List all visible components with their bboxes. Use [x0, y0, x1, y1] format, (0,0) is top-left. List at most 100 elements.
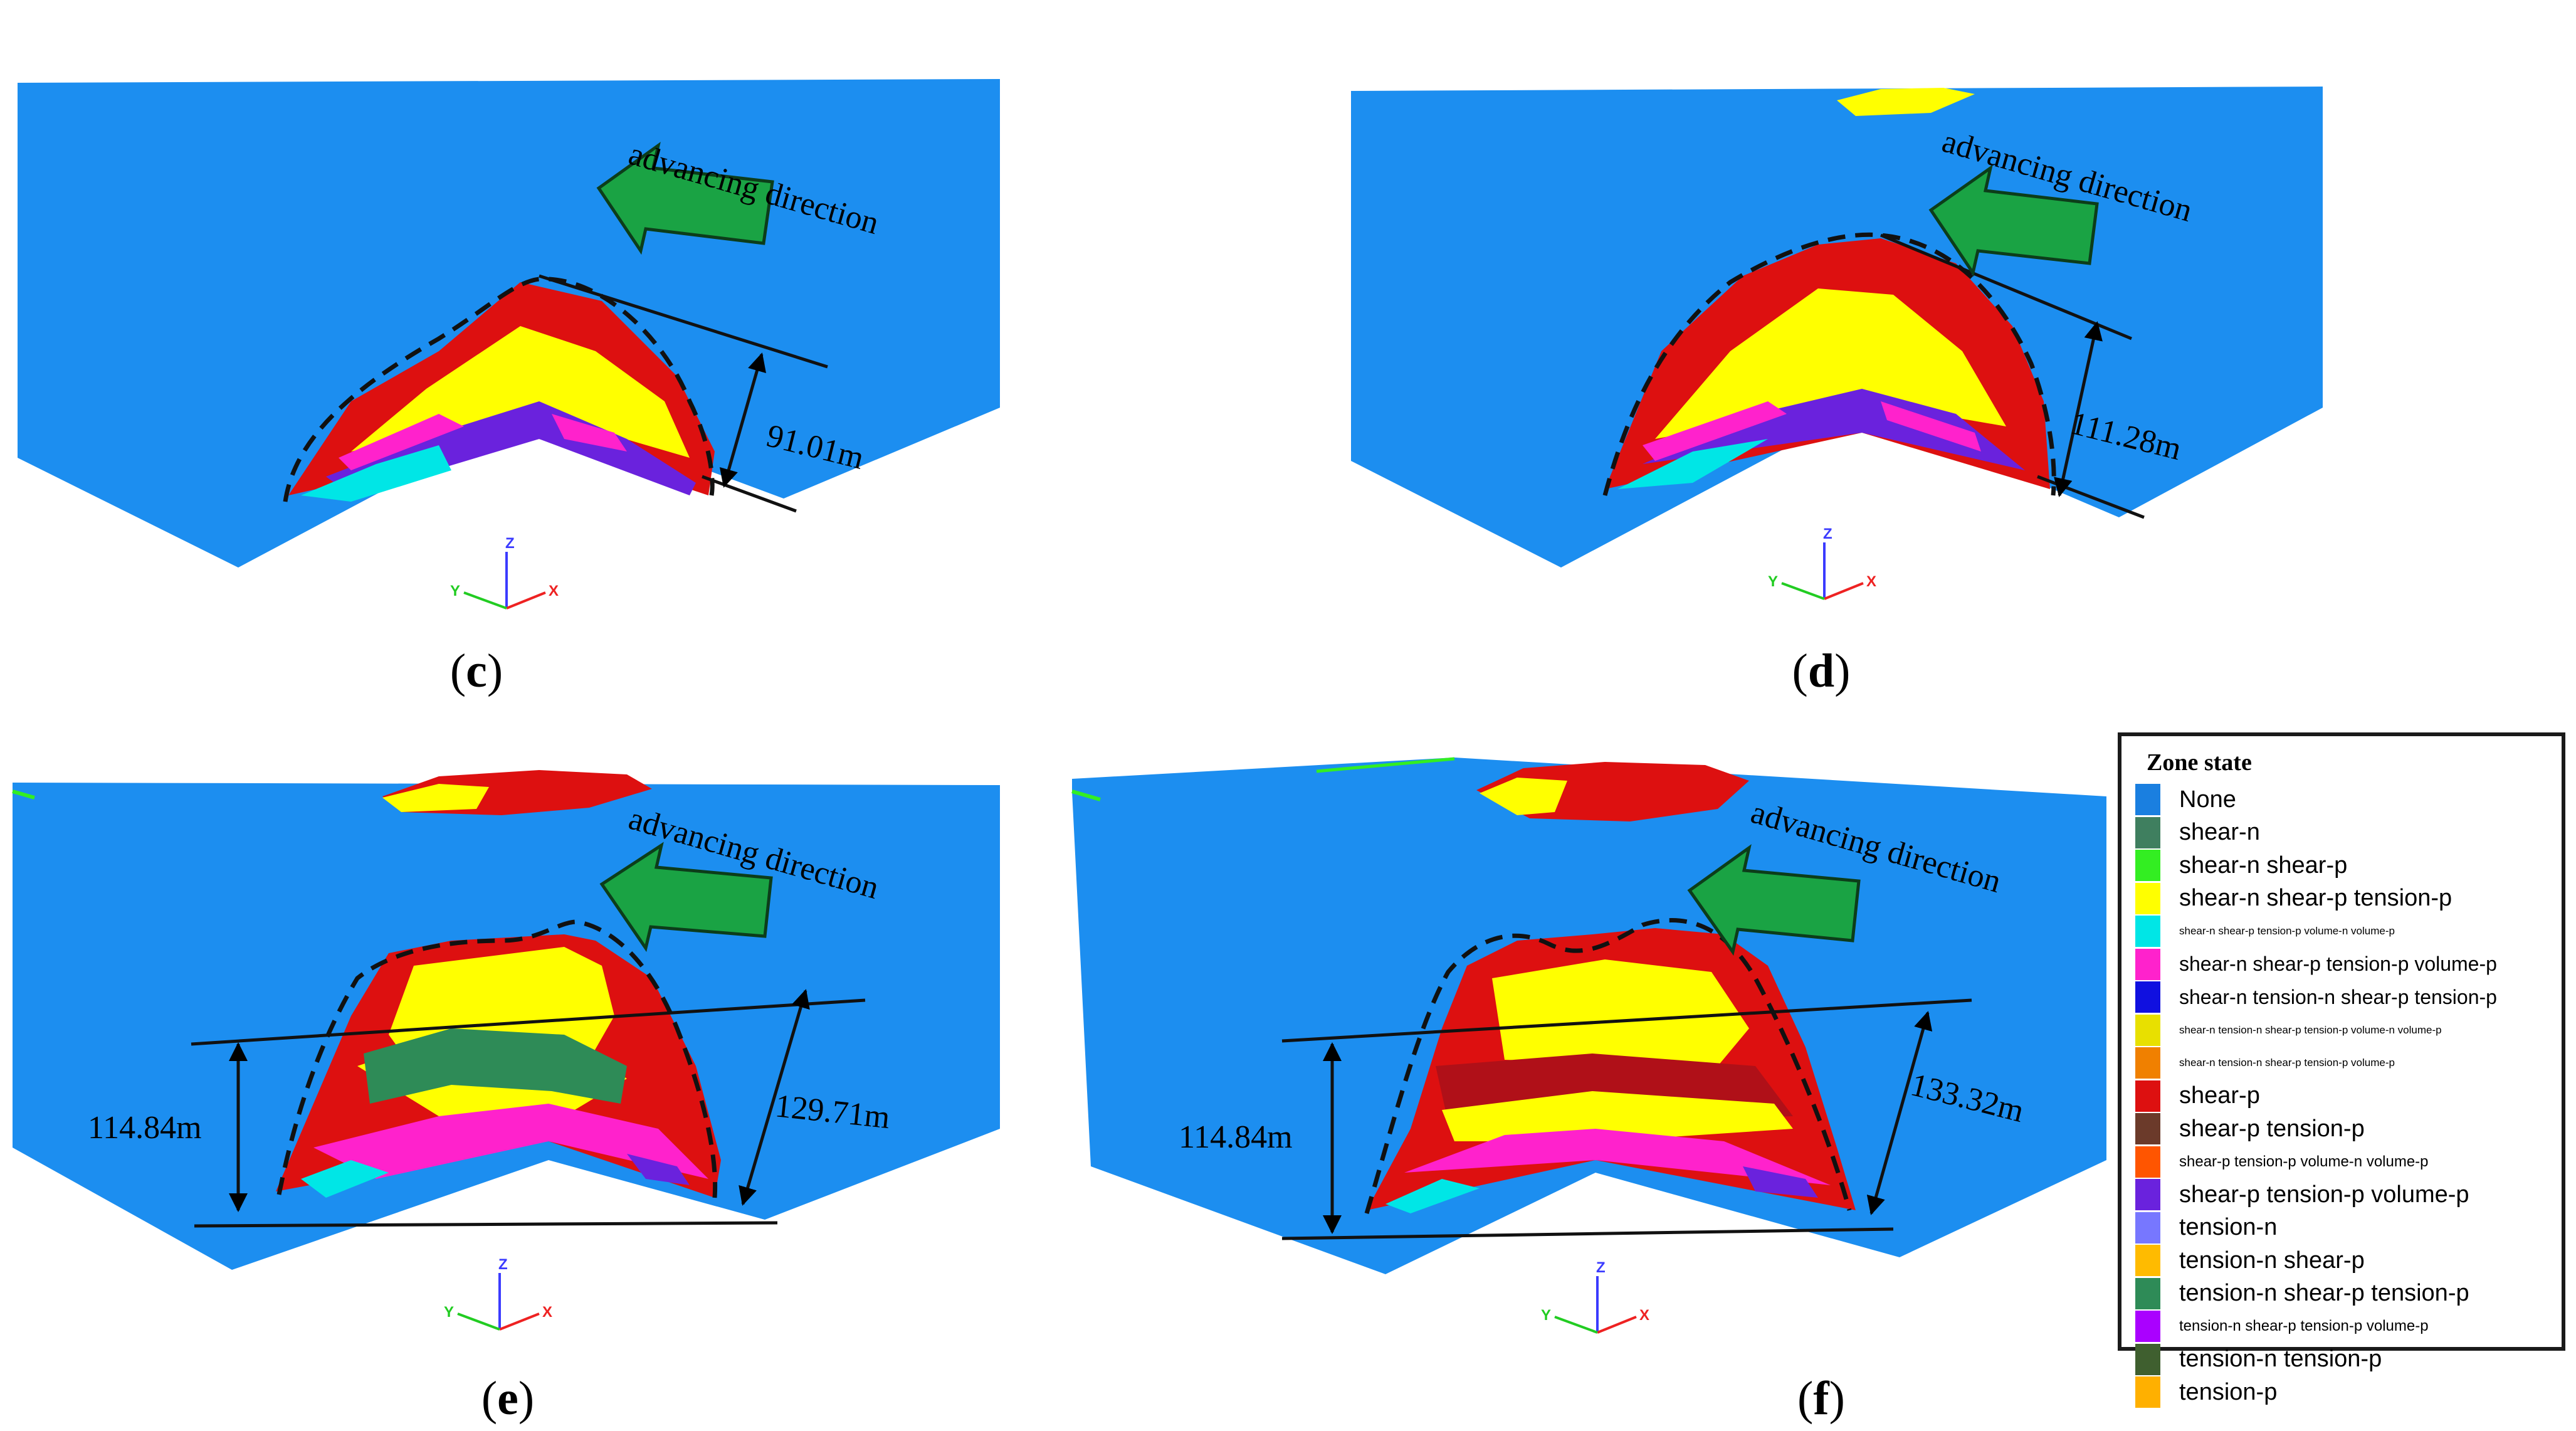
legend-item: shear-n tension-n shear-p tension-p [2135, 981, 2497, 1013]
legend-item: shear-p tension-p [2135, 1113, 2365, 1144]
legend-item: tension-n [2135, 1212, 2277, 1244]
legend-swatch [2135, 1113, 2160, 1144]
axis-x-label: X [1866, 573, 1876, 590]
axis-y-label: Y [450, 583, 460, 599]
measurement-label-left: 114.84m [88, 1110, 202, 1146]
dimension-arrow [719, 352, 767, 488]
legend-swatch [2135, 816, 2160, 848]
legend-item: tension-n shear-p [2135, 1245, 2365, 1276]
legend-item: None [2135, 784, 2236, 815]
legend-item: tension-p [2135, 1376, 2277, 1408]
surface-patch-inner [1480, 778, 1567, 815]
axis-triad: Z X Y [1768, 525, 1876, 600]
legend-label: shear-n tension-n shear-p tension-p volu… [2179, 1057, 2395, 1069]
legend-swatch [2135, 1146, 2160, 1178]
surface-edge-top [1316, 757, 1455, 773]
legend-swatch [2135, 916, 2160, 947]
legend-label: shear-n shear-p tension-p [2179, 885, 2452, 911]
legend-swatch [2135, 784, 2160, 815]
surface-edge [1071, 789, 1101, 801]
ref-line-bottom [194, 1221, 778, 1228]
legend-item: shear-n shear-p tension-p [2135, 882, 2452, 914]
legend-swatch [2135, 1277, 2160, 1309]
failure-zone [288, 282, 715, 502]
axis-triad: Z X Y [450, 535, 559, 610]
legend-item: tension-n tension-p [2135, 1343, 2382, 1375]
dimension-arrow [2054, 321, 2103, 497]
dimension-arrow-right [1866, 1011, 1933, 1215]
legend-item: shear-n tension-n shear-p tension-p volu… [2135, 1047, 2395, 1079]
advancing-arrow [1928, 164, 2099, 277]
legend-swatch [2135, 1212, 2160, 1244]
legend-swatch [2135, 1047, 2160, 1079]
legend-label: shear-n [2179, 819, 2260, 845]
legend-swatch [2135, 1343, 2160, 1375]
advancing-arrow [596, 142, 774, 255]
legend-item: shear-p [2135, 1080, 2260, 1112]
legend-item: shear-p tension-p volume-p [2135, 1179, 2469, 1210]
legend-label: None [2179, 786, 2236, 813]
legend-label: shear-n tension-n shear-p tension-p [2179, 985, 2497, 1008]
dimension-arrow-right [739, 989, 810, 1206]
legend-swatch [2135, 850, 2160, 881]
zone-state-legend: Zone state None shear-n shear-n shear-p she… [2118, 732, 2565, 1408]
axis-triad: Z X Y [444, 1256, 552, 1331]
panel-label: (c) [450, 645, 503, 697]
legend-label: tension-n tension-p [2179, 1346, 2382, 1372]
legend-item: shear-p tension-p volume-n volume-p [2135, 1146, 2429, 1178]
panel-label: (f) [1797, 1372, 1845, 1425]
axis-z-label: Z [505, 535, 515, 552]
legend-label: tension-n [2179, 1214, 2278, 1240]
axis-y-label: Y [444, 1304, 454, 1321]
axis-y-label: Y [1768, 573, 1778, 590]
legend-label: shear-n shear-p tension-p volume-p [2179, 953, 2497, 975]
legend-label: tension-p [2179, 1378, 2278, 1405]
legend-label: shear-p tension-p volume-n volume-p [2179, 1153, 2429, 1170]
measurement-label-left: 114.84m [1179, 1119, 1293, 1155]
axis-z-label: Z [1823, 525, 1832, 542]
legend-label: shear-p [2179, 1082, 2260, 1109]
legend-item: shear-n shear-p [2135, 850, 2347, 881]
legend-item: shear-n tension-n shear-p tension-p volu… [2135, 1014, 2442, 1046]
legend-title: Zone state [2147, 749, 2252, 776]
legend-label: shear-n tension-n shear-p tension-p volu… [2179, 1023, 2442, 1036]
axis-y-label: Y [1541, 1307, 1551, 1324]
failure-zone [1367, 928, 1856, 1213]
dashed-outline [1602, 232, 2056, 496]
legend-swatch [2135, 1245, 2160, 1276]
legend-label: shear-p tension-p volume-p [2179, 1181, 2469, 1208]
axis-x-label: X [542, 1304, 552, 1321]
axis-x-label: X [1639, 1307, 1649, 1324]
legend-label: tension-n shear-p [2179, 1247, 2365, 1274]
axis-triad: Z X Y [1541, 1259, 1649, 1334]
ref-line-top [1281, 998, 1972, 1043]
advancing-arrow [599, 842, 773, 953]
ref-line-bottom [702, 475, 797, 513]
legend-label: shear-p tension-p [2179, 1115, 2365, 1142]
advancing-arrow [1687, 844, 1861, 956]
legend-label: tension-n shear-p tension-p volume-p [2179, 1317, 2429, 1334]
axis-z-label: Z [498, 1256, 508, 1273]
legend-swatch [2135, 1014, 2160, 1046]
panel-label: (e) [481, 1372, 534, 1425]
legend-label: tension-n shear-p tension-p [2179, 1280, 2469, 1306]
legend-item: shear-n shear-p tension-p volume-n volum… [2135, 916, 2395, 947]
legend-swatch [2135, 948, 2160, 980]
legend-swatch [2135, 1080, 2160, 1112]
failure-zone [1605, 238, 2050, 489]
legend-swatch [2135, 1311, 2160, 1342]
dashed-outline [1364, 918, 1852, 1214]
surface-patch [1837, 88, 1975, 116]
axis-z-label: Z [1596, 1259, 1606, 1276]
legend-item: tension-n shear-p tension-p [2135, 1277, 2469, 1309]
legend-label: shear-n shear-p tension-p volume-n volum… [2179, 925, 2395, 937]
legend-item: shear-n [2135, 816, 2260, 848]
axis-x-label: X [549, 583, 559, 599]
legend-swatch [2135, 1376, 2160, 1408]
panel-e: 114.84m 129.71m advancing direction Z X … [12, 770, 1000, 1425]
dashed-outline [283, 277, 715, 502]
ref-line-top [539, 274, 828, 369]
failure-zone [276, 934, 721, 1198]
